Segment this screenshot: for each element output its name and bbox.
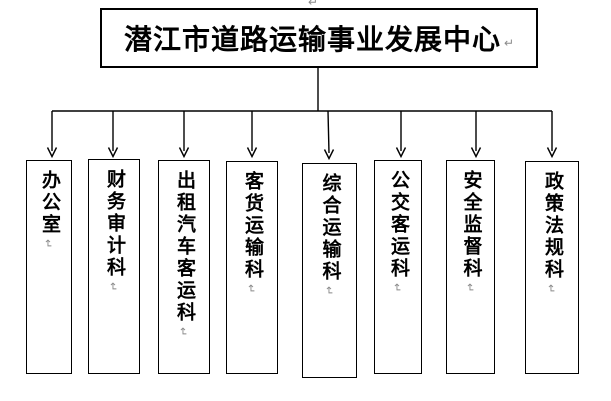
paragraph-mark: ↵ (503, 36, 515, 50)
department-box: 出租汽车客运科↵ (158, 160, 210, 374)
department-box: 财务审计科↵ (88, 159, 140, 374)
department-box: 公交客运科↵ (374, 160, 422, 374)
paragraph-mark: ↵ (244, 282, 258, 295)
root-label: 潜江市道路运输事业发展中心 (123, 24, 501, 55)
department-box: 办公室↵ (26, 160, 72, 374)
department-label: 政策法规科 (541, 171, 563, 281)
paragraph-mark: ↵ (308, 0, 319, 9)
department-label: 公交客运科 (387, 170, 409, 280)
department-label: 财务审计科 (103, 169, 125, 279)
department-box: 安全监督科↵ (446, 160, 495, 374)
paragraph-mark: ↵ (106, 280, 120, 293)
paragraph-mark: ↵ (176, 325, 190, 338)
paragraph-mark: ↵ (41, 237, 55, 250)
department-box: 政策法规科↵ (525, 161, 579, 374)
department-label: 出租汽车客运科 (173, 170, 195, 324)
department-label: 客货运输科 (241, 171, 263, 281)
paragraph-mark: ↵ (322, 284, 336, 297)
department-label: 安全监督科 (460, 170, 482, 280)
department-box: 综合运输科↵ (302, 163, 357, 378)
paragraph-mark: ↵ (544, 282, 558, 295)
department-label: 综合运输科 (319, 173, 341, 283)
root-box: 潜江市道路运输事业发展中心 ↵ (100, 8, 538, 68)
paragraph-mark: ↵ (390, 281, 404, 294)
department-label: 办公室 (38, 170, 60, 236)
paragraph-mark: ↵ (463, 281, 477, 294)
department-box: 客货运输科↵ (226, 161, 278, 374)
